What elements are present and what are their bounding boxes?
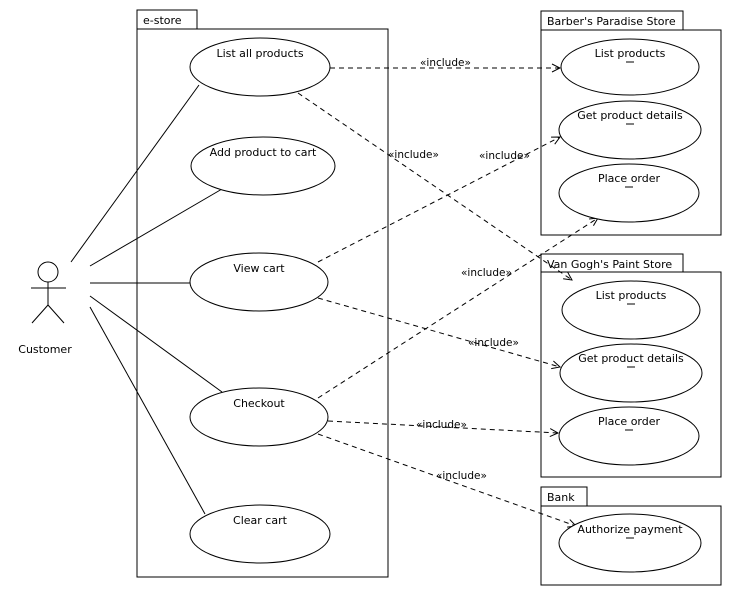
include-label: «include»: [388, 149, 439, 161]
estore-frame: e-store: [136, 9, 389, 578]
use-case-label: Get product details: [577, 109, 683, 122]
barber-title: Barber's Paradise Store: [547, 15, 676, 28]
use-case-barber-list-products[interactable]: List products: [560, 38, 700, 96]
use-case-authorize-payment[interactable]: Authorize payment: [558, 513, 702, 573]
assoc-clear-cart: [89, 306, 206, 515]
use-case-label: View cart: [233, 262, 285, 275]
dep-list-all-to-vangogh-list: [297, 92, 572, 280]
use-case-view-cart[interactable]: View cart: [189, 252, 329, 312]
bank-use-cases: Authorize payment: [558, 513, 702, 573]
actor-head-icon: [37, 261, 59, 283]
bank-frame: Bank: [540, 486, 722, 586]
use-case-add-product-to-cart[interactable]: Add product to cart: [190, 136, 336, 196]
vangogh-frame: Van Gogh's Paint Store: [540, 253, 722, 478]
barber-frame: Barber's Paradise Store: [540, 10, 722, 236]
use-case-label: List products: [595, 47, 666, 60]
customer-actor[interactable]: Customer: [18, 261, 72, 356]
vangogh-tab: [540, 253, 684, 273]
use-case-clear-cart[interactable]: Clear cart: [189, 504, 331, 564]
include-label: «include»: [416, 419, 467, 431]
use-case-vangogh-list-products[interactable]: List products: [561, 280, 701, 340]
barber-use-cases: List products Get product details Place …: [558, 38, 702, 223]
estore-tab: [136, 9, 198, 30]
use-case-label: List all products: [216, 47, 303, 60]
use-case-label: Place order: [598, 415, 661, 428]
use-case-label: Place order: [598, 172, 661, 185]
estore-use-cases: List all products Add product to cart Vi…: [189, 37, 336, 564]
assoc-add-to-cart: [89, 188, 223, 267]
use-case-label: List products: [596, 289, 667, 302]
include-dependencies: [297, 68, 598, 526]
assoc-checkout: [89, 295, 223, 393]
use-case-vangogh-place-order[interactable]: Place order: [558, 406, 700, 466]
dep-checkout-to-barber-order: [317, 218, 598, 399]
bank-tab: [540, 486, 588, 507]
bank-title: Bank: [547, 491, 575, 504]
use-case-list-all-products[interactable]: List all products: [189, 37, 331, 97]
assoc-list-all: [70, 84, 200, 263]
use-case-vangogh-get-product-details[interactable]: Get product details: [559, 343, 703, 403]
include-label: «include»: [461, 267, 512, 279]
use-case-label: Get product details: [578, 352, 684, 365]
include-labels: «include» «include» «include» «include» …: [388, 57, 530, 482]
vangogh-use-cases: List products Get product details Place …: [558, 280, 703, 466]
vangogh-title: Van Gogh's Paint Store: [547, 258, 672, 271]
actor-associations: [70, 84, 223, 515]
estore-title: e-store: [143, 14, 182, 27]
dep-checkout-to-bank-authorize: [317, 433, 576, 526]
barber-tab: [540, 10, 684, 31]
use-case-barber-get-product-details[interactable]: Get product details: [558, 100, 702, 160]
use-case-barber-place-order[interactable]: Place order: [558, 163, 700, 223]
dep-view-cart-to-vangogh-details: [317, 297, 560, 367]
use-case-label: Add product to cart: [210, 146, 317, 159]
use-case-label: Authorize payment: [577, 523, 683, 536]
include-label: «include»: [468, 337, 519, 349]
actor-leg-icon: [47, 304, 65, 324]
include-label: «include»: [420, 57, 471, 69]
actor-leg-icon: [31, 304, 49, 324]
use-case-label: Checkout: [233, 397, 285, 410]
use-case-checkout[interactable]: Checkout: [189, 387, 329, 447]
estore-boundary: [136, 28, 389, 578]
include-label: «include»: [479, 150, 530, 162]
bank-boundary: [540, 505, 722, 586]
use-case-label: Clear cart: [233, 514, 288, 527]
include-label: «include»: [436, 470, 487, 482]
dep-view-cart-to-barber-details: [317, 137, 560, 263]
dep-checkout-to-vangogh-order: [327, 420, 558, 433]
actor-name: Customer: [18, 343, 72, 356]
